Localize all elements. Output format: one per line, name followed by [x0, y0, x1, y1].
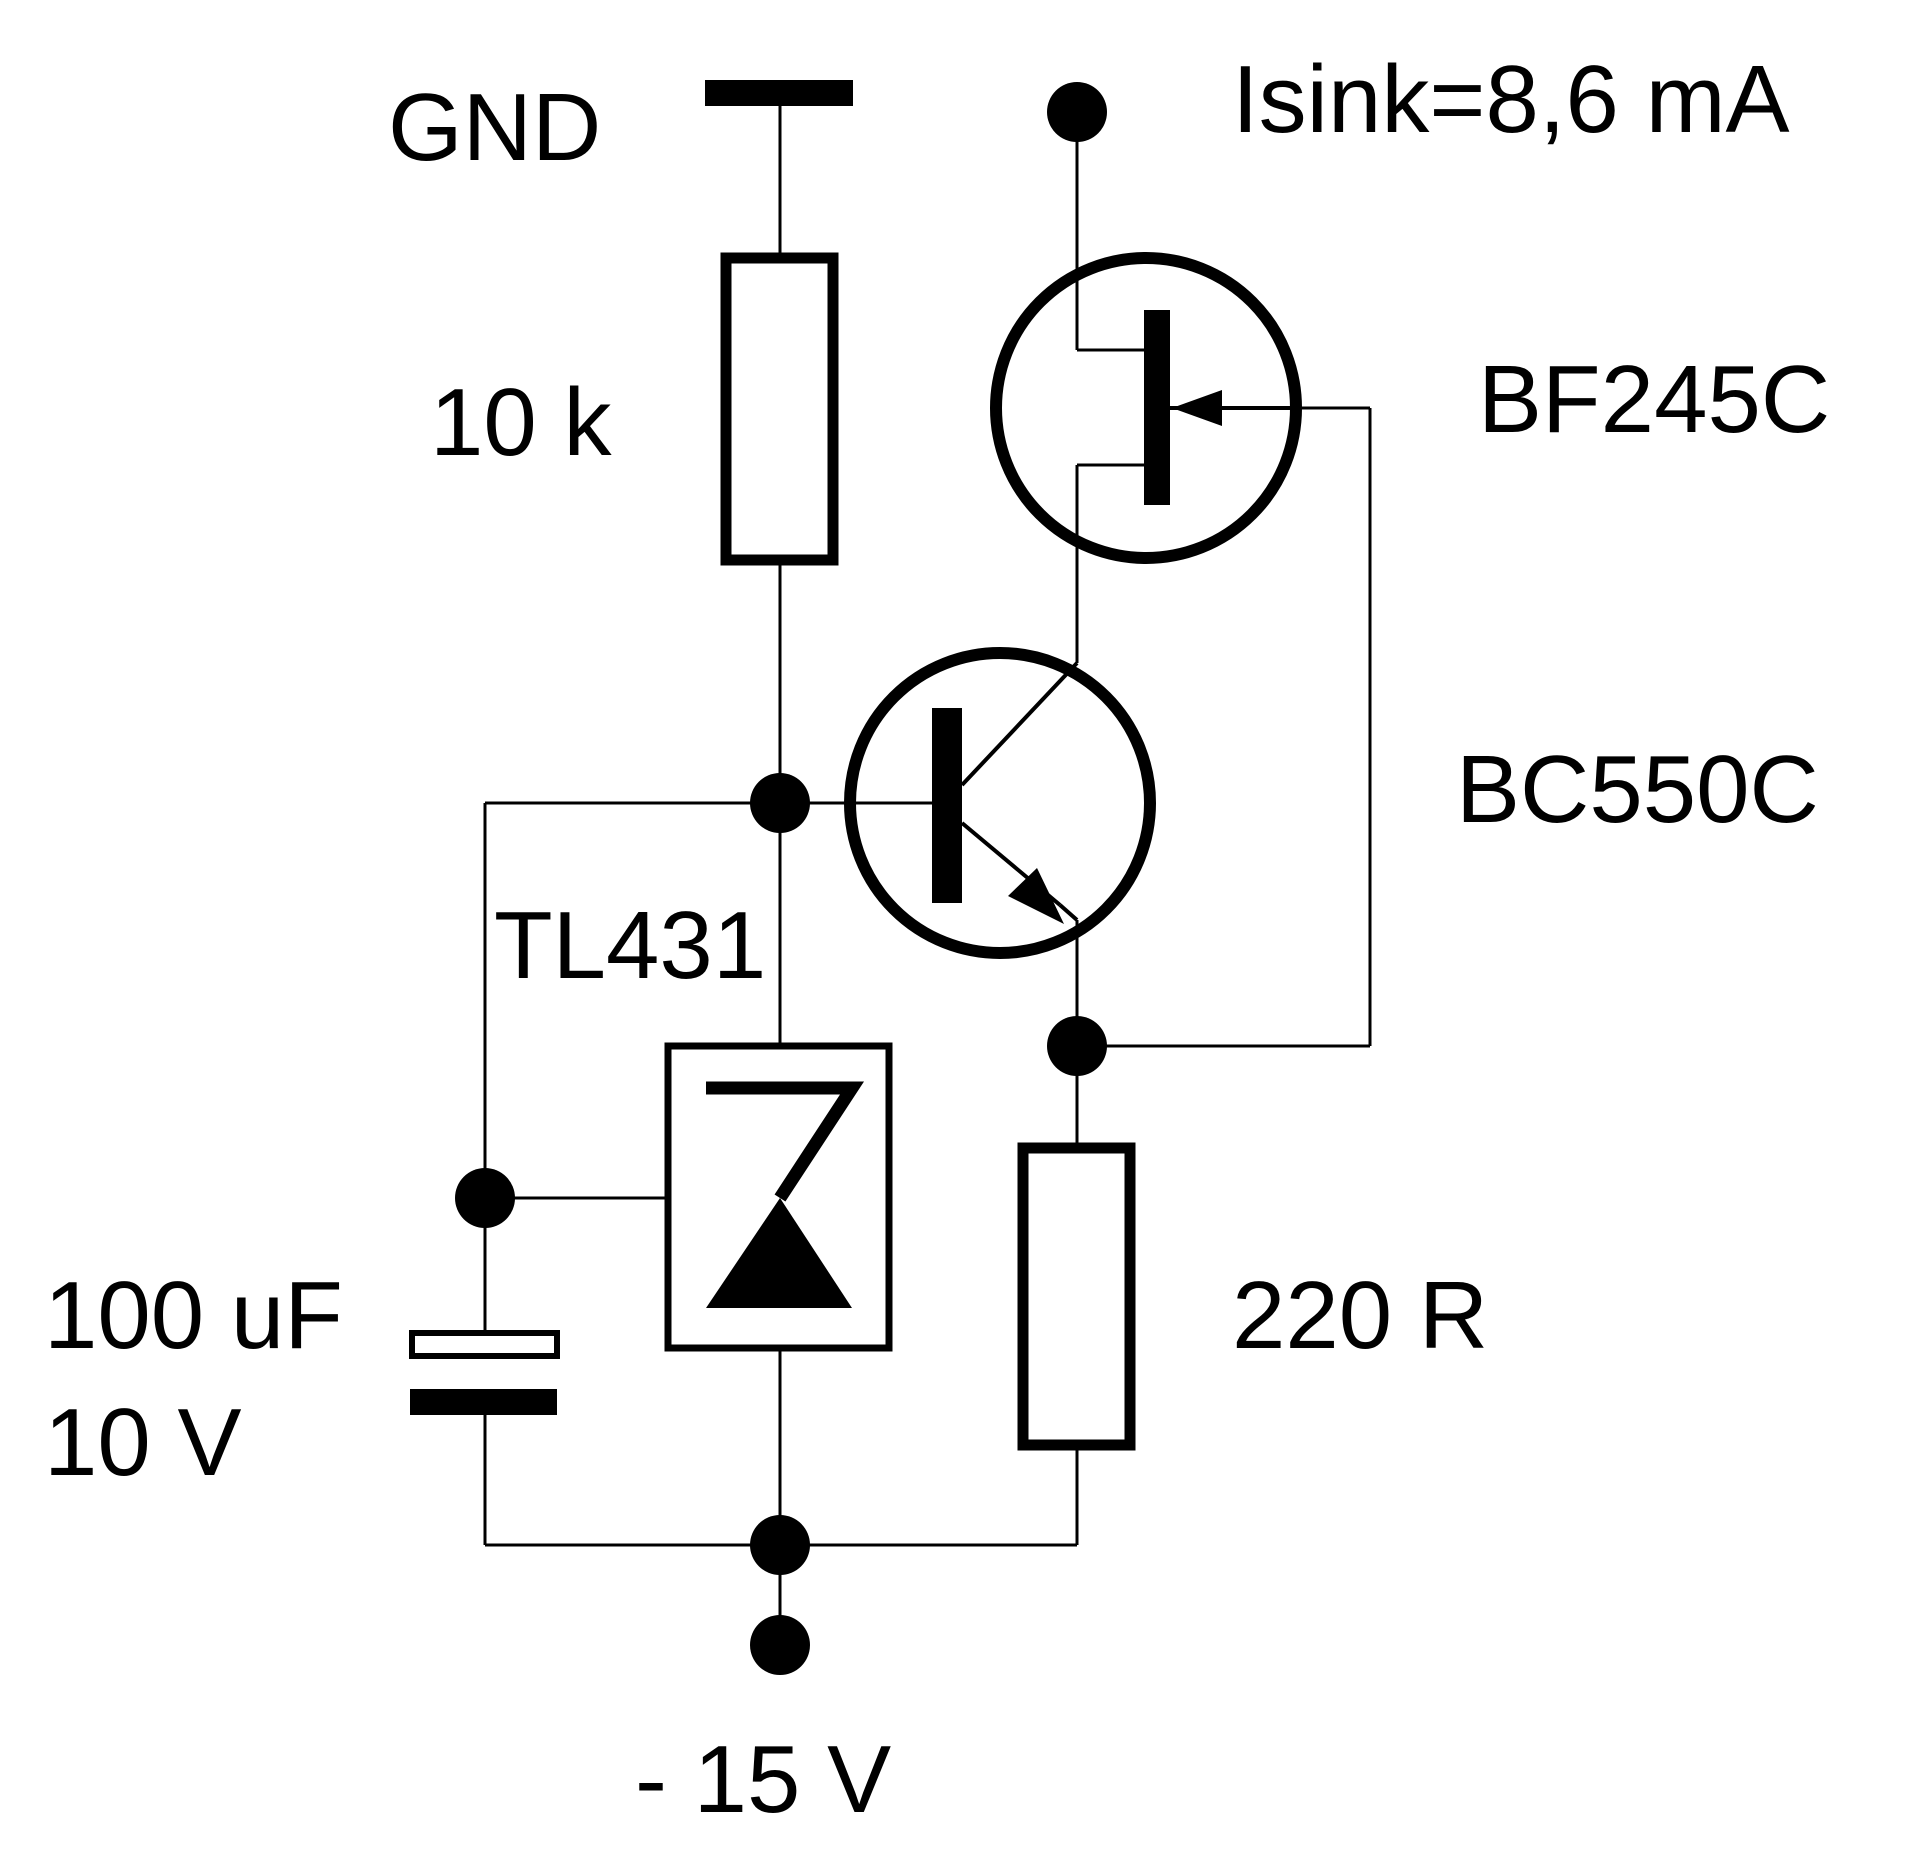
capacitor-100uf [409, 1198, 560, 1415]
junction-base-node [750, 773, 810, 833]
label-supply: - 15 V [635, 1726, 891, 1833]
label-bjt: BC550C [1456, 736, 1819, 843]
bjt-emitter-arrow [1008, 868, 1064, 924]
resistor-220r [1017, 1142, 1136, 1451]
jfet-gate-arrow [1172, 390, 1222, 426]
label-regulator: TL431 [494, 892, 766, 999]
label-isink: Isink=8,6 mA [1232, 46, 1790, 153]
label-gnd: GND [388, 74, 601, 181]
label-cap-voltage: 10 V [44, 1389, 241, 1496]
junctions [455, 82, 1107, 1675]
terminal-supply [750, 1615, 810, 1675]
bjt-bc550c [844, 647, 1156, 959]
bjt-emitter-tail [1058, 903, 1079, 922]
junction-bottom-node [750, 1515, 810, 1575]
label-cap-value: 100 uF [44, 1262, 343, 1369]
jfet-channel [1144, 310, 1170, 505]
ground-bar [705, 80, 853, 106]
jfet-bf245c [990, 252, 1302, 564]
junction-cap-ref-node [455, 1168, 515, 1228]
label-r1: 10 k [430, 369, 612, 476]
resistor-10k [720, 252, 839, 566]
wires [483, 92, 1372, 1645]
bjt-collector-lead [960, 661, 1079, 787]
bjt-body [844, 647, 1156, 959]
cap-positive-plate [409, 1330, 560, 1359]
junction-emitter-node [1047, 1016, 1107, 1076]
bjt-base-bar [932, 708, 962, 903]
label-r2: 220 R [1232, 1262, 1488, 1369]
label-jfet: BF245C [1478, 346, 1830, 453]
terminal-isink [1047, 82, 1107, 142]
tl431-diode-triangle [706, 1198, 852, 1308]
jfet-body [990, 252, 1302, 564]
tl431-cathode-bar [706, 1081, 865, 1202]
cap-negative-plate [410, 1389, 557, 1415]
tl431-regulator [664, 1042, 893, 1352]
